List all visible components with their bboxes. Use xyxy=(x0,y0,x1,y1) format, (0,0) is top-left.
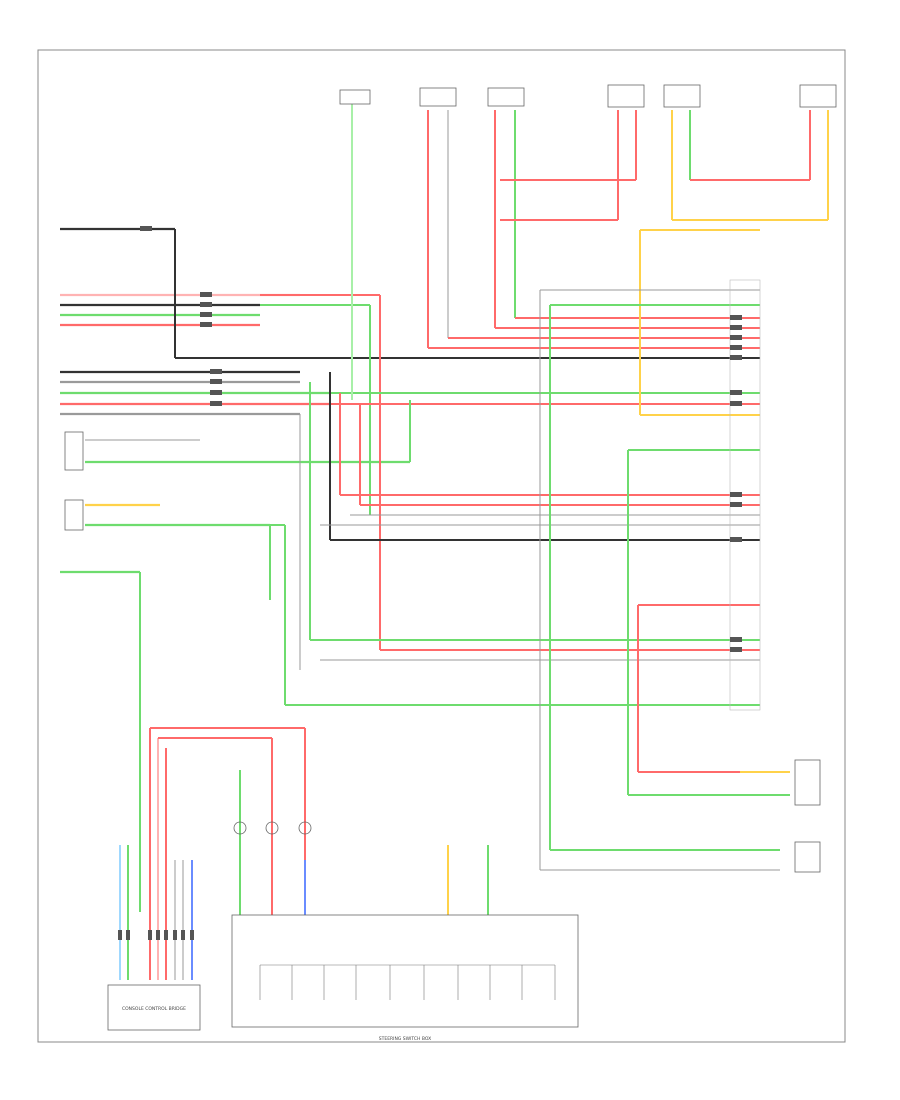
steering-switches xyxy=(259,964,556,1000)
left-components xyxy=(64,431,312,835)
wire-ticks xyxy=(118,226,742,940)
top-speaker-wires xyxy=(351,100,829,851)
main-bus-lines xyxy=(139,229,760,912)
right-speakers xyxy=(794,759,821,873)
steering-switch-box-label: STEERING SWITCH BOX xyxy=(379,1036,431,1042)
console-control-box xyxy=(107,984,201,1031)
left-connector-top xyxy=(60,227,410,574)
steering-switch-box xyxy=(231,914,579,1028)
right-lower-wires xyxy=(539,289,790,871)
console-control-box-label: CONSOLE CONTROL BRIDGE xyxy=(122,1006,186,1012)
top-speakers xyxy=(339,84,837,108)
diagram-frame xyxy=(37,49,846,1043)
